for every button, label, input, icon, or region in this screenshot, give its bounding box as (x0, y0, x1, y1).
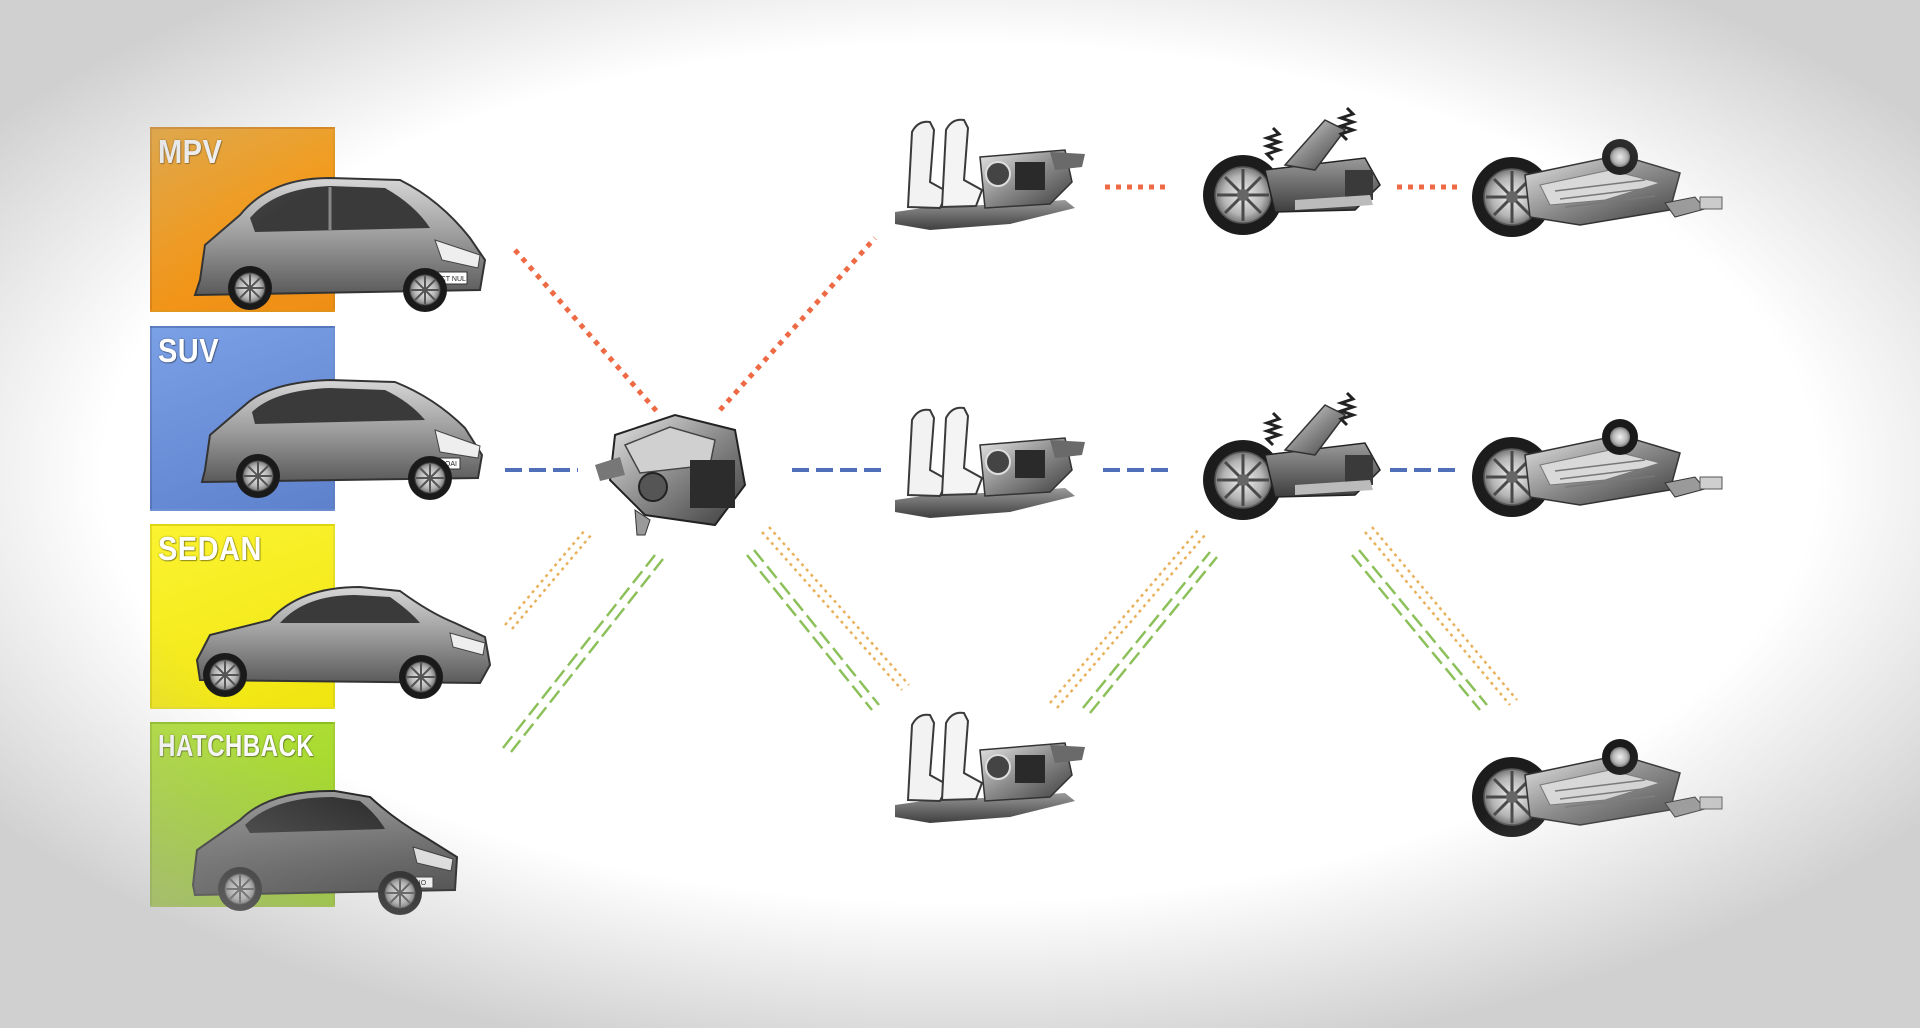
suv-car-image: QASHQAI (200, 378, 484, 501)
engine-to-hatchback-cockpit-line-a (746, 554, 873, 711)
front-suspension-module-icon-middle (1195, 385, 1395, 535)
rear-underbody-module-icon-top (1470, 125, 1730, 245)
hatchback-cockpit-to-axle-line-a (1082, 551, 1211, 709)
engine-to-sedan-cockpit-line-b (768, 526, 910, 686)
mpv-car-image: ECT NUL (193, 176, 487, 313)
cockpit-module-icon-top (894, 118, 1086, 231)
engine-to-hatchback-cockpit-line-b (753, 549, 880, 706)
mpv-to-engine-line (513, 248, 662, 417)
hatchback-cockpit-to-axle-line-b (1089, 556, 1218, 714)
hatchback-label: HATCHBACK (158, 728, 315, 763)
sedan-cockpit-to-axle-line-b (1056, 534, 1206, 709)
rear-underbody-module-icon-middle (1470, 405, 1730, 525)
cockpit-module-icon-bottom (894, 711, 1086, 824)
engine-to-sedan-cockpit-line-a (761, 531, 903, 691)
hatchback-car-image: CLIO (191, 789, 459, 916)
cockpit-module-icon-middle (894, 406, 1086, 519)
hatchback-to-engine-line-a (502, 554, 656, 749)
hatchback-axle-to-rear-line-a (1351, 554, 1481, 711)
engine-to-mpv-cockpit-line (718, 236, 877, 412)
engine-icon (595, 414, 746, 536)
hatchback-axle-to-rear-line-b (1358, 549, 1488, 706)
sedan-cockpit-to-axle-line-a (1049, 529, 1199, 704)
hatchback-to-engine-line-b (510, 558, 664, 753)
rear-underbody-module-icon-bottom (1470, 725, 1730, 845)
sedan-label: SEDAN (158, 530, 262, 567)
sedan-car-image (195, 585, 492, 700)
sedan-axle-to-rear-line-b (1371, 526, 1518, 701)
sedan-to-engine-line-a (504, 529, 586, 626)
sedan-axle-to-rear-line-a (1364, 531, 1511, 706)
front-suspension-module-icon-top (1195, 100, 1395, 250)
sedan-to-engine-line-b (511, 533, 593, 630)
sedan-connector (504, 526, 1518, 709)
